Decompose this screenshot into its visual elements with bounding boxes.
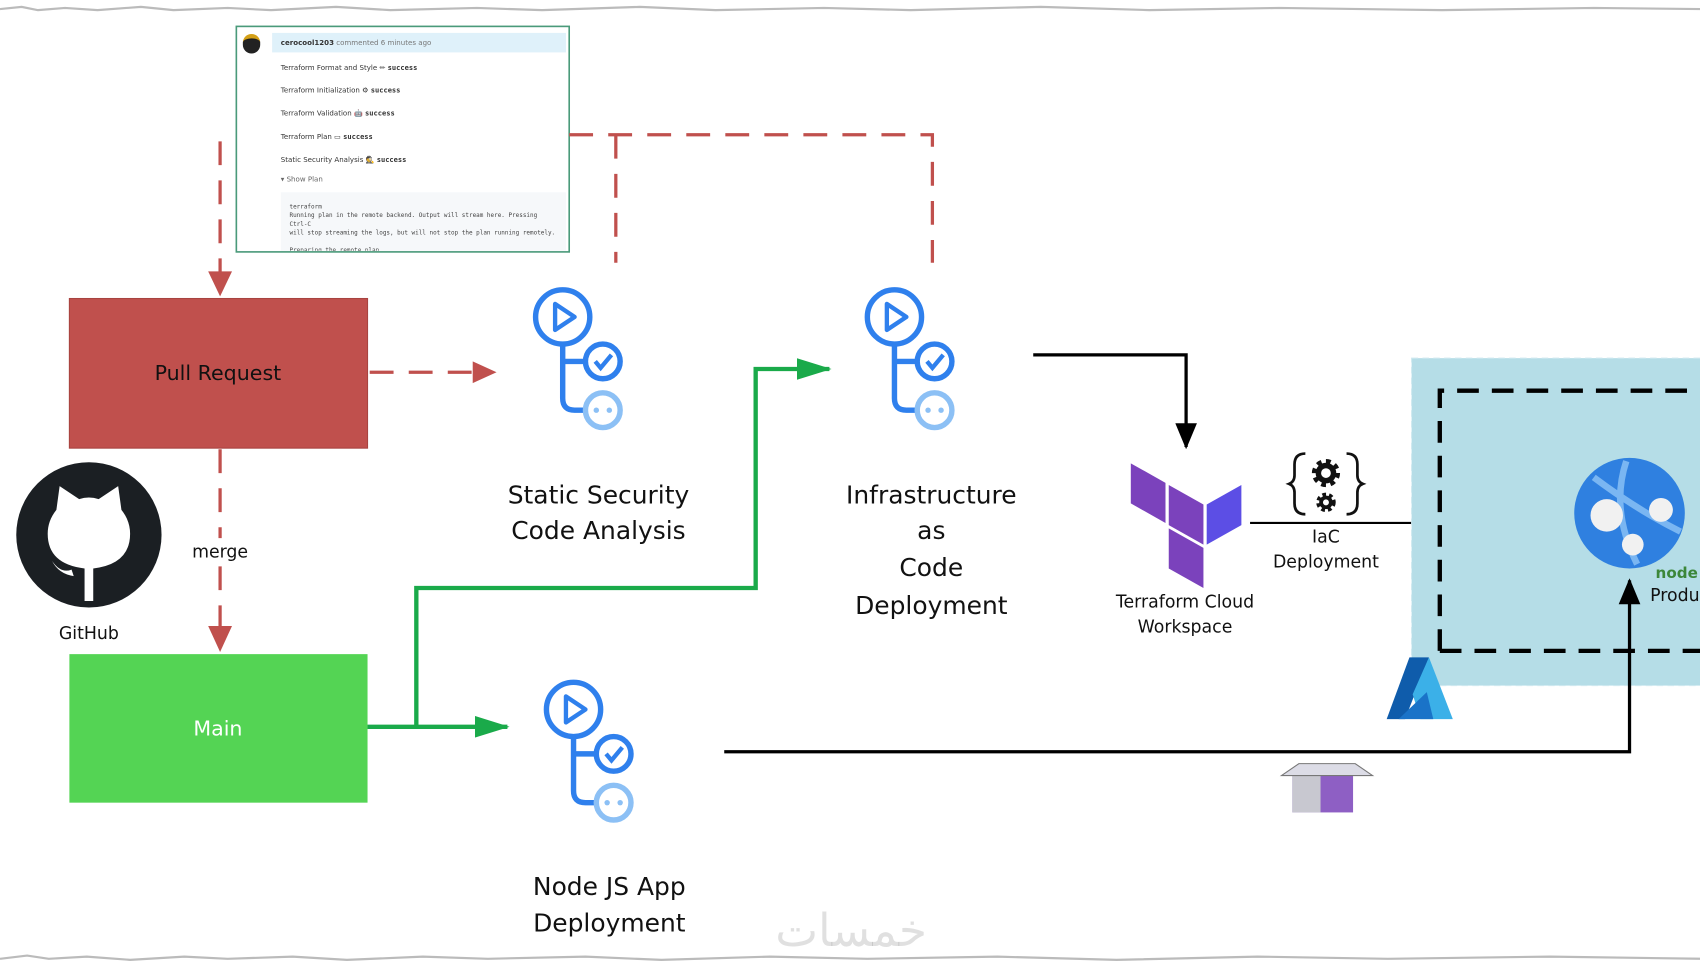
comment-header: cerocool1203 commented 6 minutes ago xyxy=(272,32,566,53)
green-arrow-iac xyxy=(414,358,832,727)
robot-icon: 🤖 xyxy=(353,108,363,118)
svg-text:Main: Main xyxy=(193,716,242,740)
azure-logo xyxy=(1386,657,1453,720)
workflow-icon xyxy=(867,290,952,428)
check-row: Terraform Initialization ⚙ success xyxy=(280,86,401,95)
main-branch-node[interactable]: Main xyxy=(69,654,368,803)
torn-edge-bottom xyxy=(0,954,1700,961)
arrowhead xyxy=(208,625,233,652)
comment-meta: commented 6 minutes ago xyxy=(336,38,432,47)
gears-code-icon xyxy=(1285,452,1367,516)
check-row: Terraform Validation 🤖 success xyxy=(280,108,395,118)
production-label: Produ xyxy=(1650,586,1699,606)
plan-output: terraform Running plan in the remote bac… xyxy=(280,192,566,251)
arrow-to-terraform xyxy=(1033,353,1197,450)
merge-label: merge xyxy=(192,543,248,563)
app-service-globe-icon xyxy=(1574,457,1685,569)
torn-edge-top xyxy=(0,5,1700,12)
check-row: Static Security Analysis 🕵 success xyxy=(280,155,407,165)
workflow-icon xyxy=(546,682,631,820)
github-label: GitHub xyxy=(59,624,119,644)
workflow-icon xyxy=(536,290,621,428)
pull-request-node[interactable]: Pull Request xyxy=(68,297,369,449)
check-row: Terraform Plan ▭ success xyxy=(280,132,373,142)
svg-text:Pull Request: Pull Request xyxy=(155,361,282,385)
gear-icon: ⚙ xyxy=(362,86,369,95)
show-plan-toggle[interactable]: ▾ Show Plan xyxy=(280,174,323,184)
detective-icon: 🕵 xyxy=(365,155,375,165)
monitor-icon: ▭ xyxy=(334,132,341,142)
nodejs-logo: node xyxy=(1656,564,1698,582)
comment-author[interactable]: cerocool1203 xyxy=(280,38,334,47)
arrowhead xyxy=(208,271,233,297)
watermark: خمسات xyxy=(775,904,927,957)
pr-comment: cerocool1203 commented 6 minutes ago Ter… xyxy=(237,27,569,251)
resource-group-boundary xyxy=(1437,388,1700,654)
arrow-node-deploy xyxy=(724,578,1641,754)
terraform-logo xyxy=(1130,463,1242,588)
arrowhead xyxy=(472,361,497,384)
check-row: Terraform Format and Style ✏ success xyxy=(280,63,418,72)
package-icon xyxy=(1279,763,1375,813)
avatar xyxy=(242,33,261,54)
pencil-icon: ✏ xyxy=(379,63,386,72)
github-logo xyxy=(16,462,162,608)
